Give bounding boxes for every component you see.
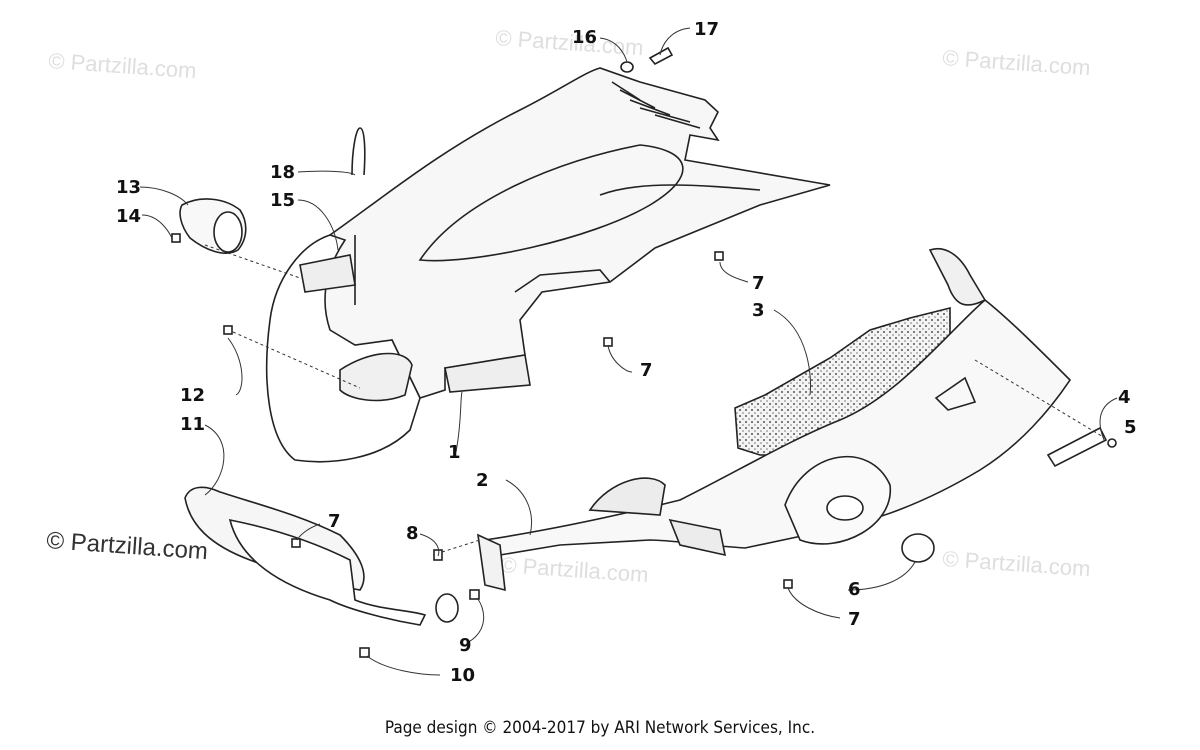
watermark-center: © Partzilla.com [500,552,650,587]
callout-7-upper-right: 7 [752,273,765,294]
reflector [1046,426,1108,468]
callout-7-lower-left: 7 [328,511,341,532]
callout-15: 15 [270,190,295,211]
right-body-panel [477,248,1072,592]
callout-14: 14 [116,206,141,227]
callout-2: 2 [476,470,489,491]
callout-13: 13 [116,177,141,198]
watermark-top-center: © Partzilla.com [495,25,645,60]
callout-5: 5 [1124,417,1137,438]
leader-lines [139,27,1118,676]
front-lower-panel [184,486,427,626]
callout-6: 6 [848,579,861,600]
page-footer: Page design © 2004-2017 by ARI Network S… [384,718,816,738]
callout-17: 17 [694,19,719,40]
callout-16: 16 [572,27,597,48]
watermark-top-left: © Partzilla.com [48,48,198,83]
watermark-left-dark: © Partzilla.com [46,527,209,565]
callout-3: 3 [752,300,765,321]
callout-4: 4 [1118,387,1131,408]
boot-opening [213,211,243,253]
rear-body-panel [265,67,831,463]
callout-12: 12 [180,385,205,406]
watermark-right: © Partzilla.com [942,546,1092,581]
callout-1: 1 [448,442,461,463]
callout-7-lower-right: 7 [848,609,861,630]
reflector-screw [1107,438,1117,448]
watermark-top-right: © Partzilla.com [942,45,1092,80]
callout-8: 8 [406,523,419,544]
callout-9: 9 [459,635,472,656]
callout-11: 11 [180,414,205,435]
round-cap [901,533,935,563]
callout-10: 10 [450,665,475,686]
callout-18: 18 [270,162,295,183]
callout-7-center: 7 [640,360,653,381]
fasteners [171,46,793,658]
